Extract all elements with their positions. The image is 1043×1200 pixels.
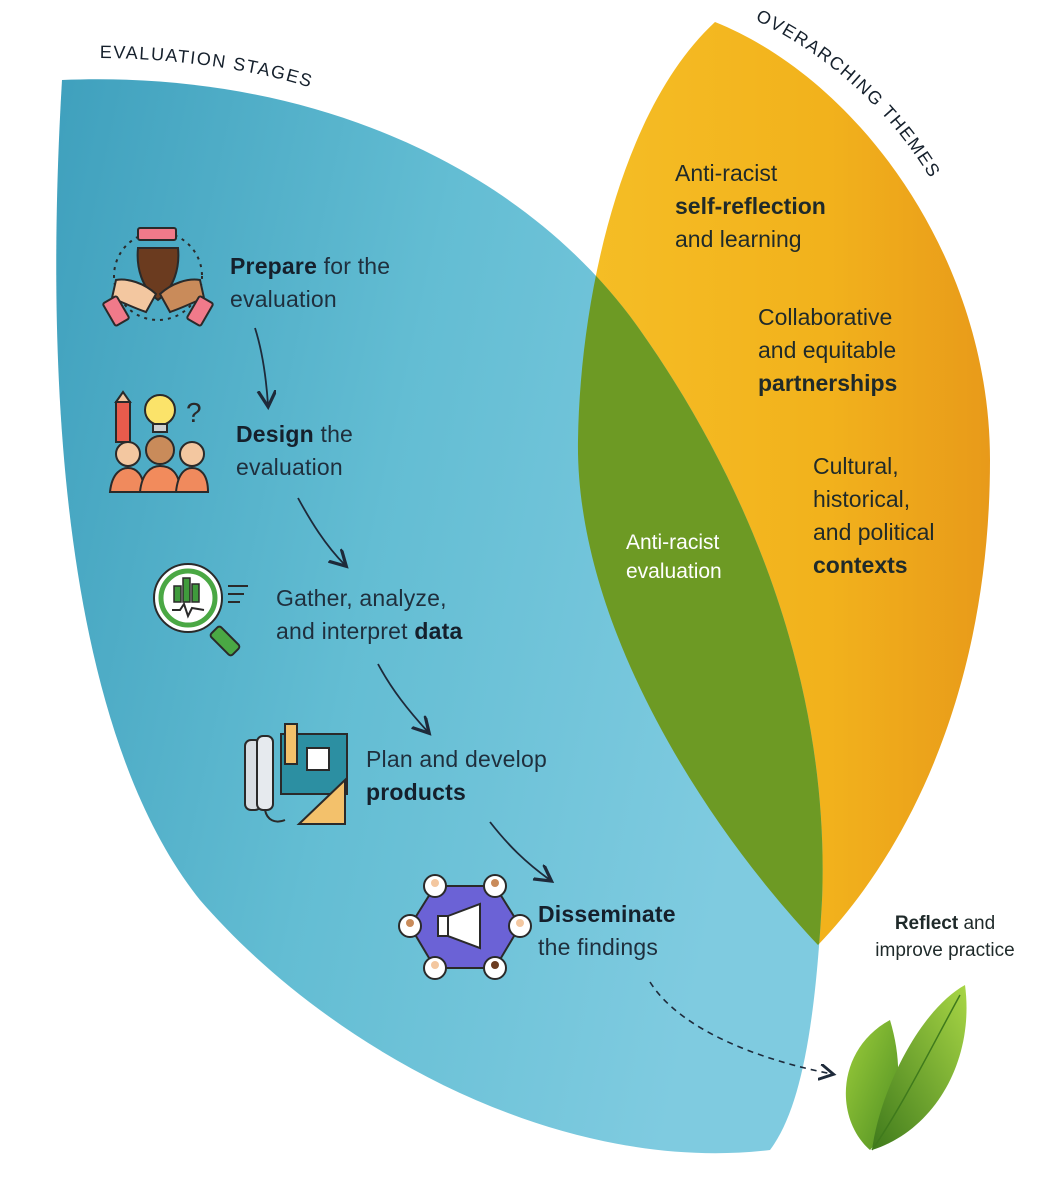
theme-contexts: Cultural, historical, and political cont… [813,453,935,578]
stage-design-label: Design the evaluation [236,421,354,480]
arrow-prepare-design [254,327,268,405]
arrow-plan-disseminate [489,821,550,880]
team-ideas-icon: ? [108,390,210,493]
arrow-design-gather [297,497,345,565]
theme-self-reflection: Anti-racist self-reflection and learning [675,160,826,252]
stage-plan-label: Plan and develop products [366,746,547,805]
theme-partnerships: Collaborative and equitable partnerships [758,304,898,396]
center-label: Anti-racist evaluation [626,531,722,583]
data-magnifier-icon [153,563,248,657]
blueprint-tools-icon [244,723,348,825]
stage-gather-label: Gather, analyze, and interpret data [276,585,463,644]
stage-prepare-label: Prepare for the evaluation [230,253,391,312]
hands-together-icon [102,227,214,327]
reflect-label: Reflect and improve practice [875,913,1015,961]
arrow-disseminate-reflect [649,981,832,1074]
network-megaphone-icon [398,874,532,980]
stage-disseminate-label: Disseminate the findings [538,901,676,960]
leaf-icon [845,985,967,1151]
svg-text:?: ? [186,397,202,428]
arrow-gather-plan [377,663,428,732]
